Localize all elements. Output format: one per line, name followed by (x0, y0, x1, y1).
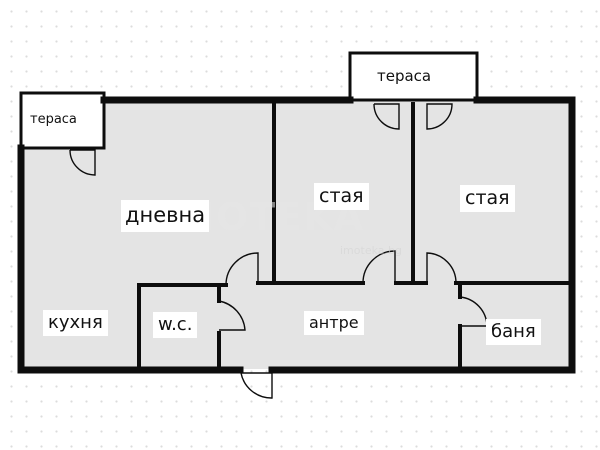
terrace-left-label: тераса (26, 111, 81, 128)
exterior-walls (17, 96, 576, 374)
wc-label: w.c. (153, 312, 198, 338)
hall-label: антре (304, 311, 364, 335)
living-room-label: дневна (121, 200, 210, 232)
kitchen-label: кухня (43, 310, 108, 336)
door-swing (426, 103, 453, 130)
door-swing (240, 372, 273, 399)
door-swing (225, 252, 259, 286)
bedroom-2-label: стая (460, 185, 515, 212)
bedroom-1-label: стая (314, 183, 369, 210)
door-swing (69, 149, 96, 176)
terrace-top-label: тераса (373, 67, 436, 86)
door-swing (426, 252, 457, 284)
watermark-site: imoteka.bg (340, 244, 402, 257)
interior-walls (137, 102, 570, 369)
doors (69, 103, 488, 399)
bathroom-label: баня (486, 319, 541, 345)
door-swing (218, 300, 246, 331)
room-floor (24, 101, 572, 369)
door-swing (362, 250, 396, 284)
door-swing (373, 103, 400, 130)
